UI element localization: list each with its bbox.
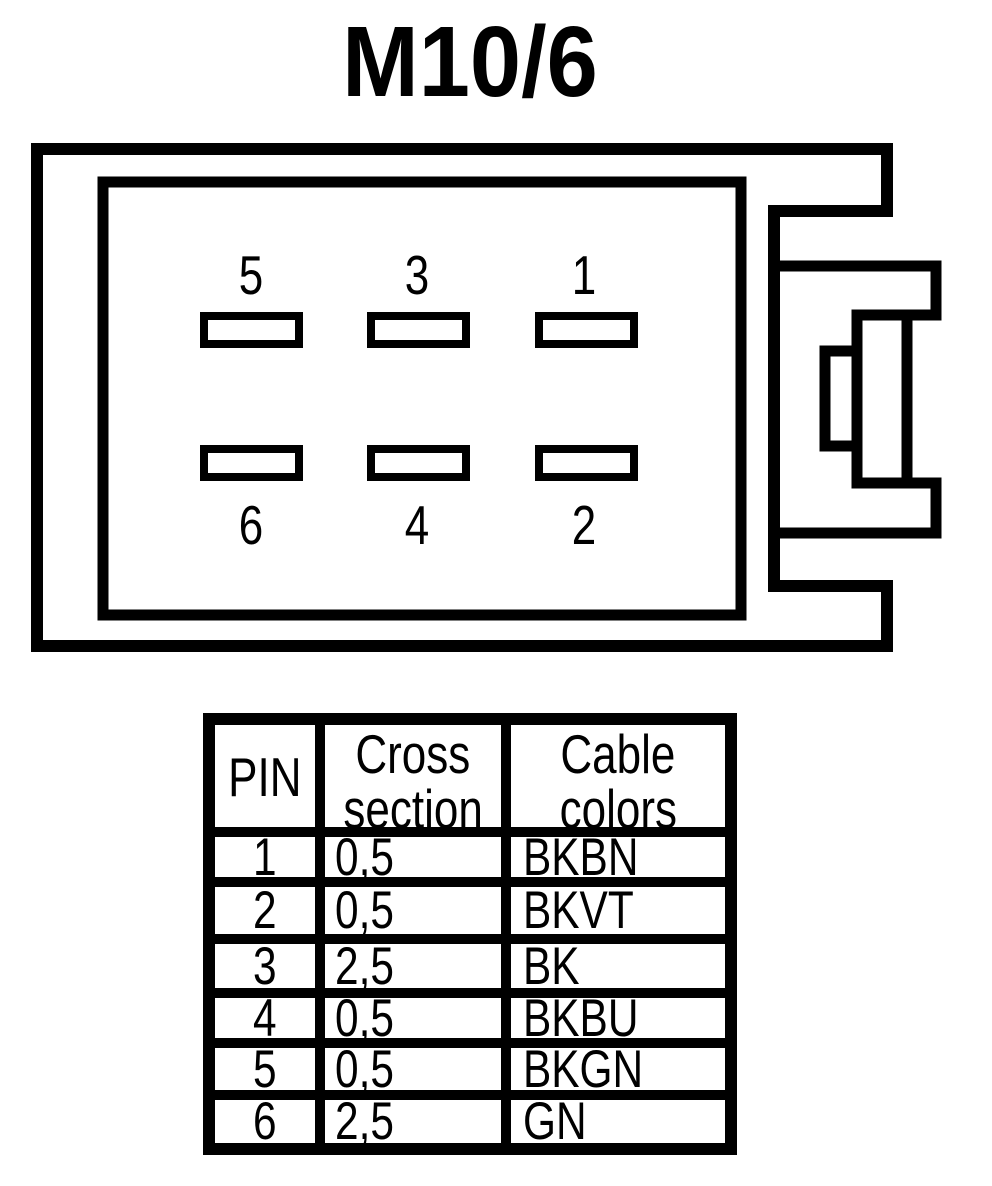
pin-slot-6 bbox=[200, 445, 303, 481]
pin-table: PIN Cross section Cable colors 1 0,5 BKB… bbox=[203, 713, 737, 1155]
pin-cell: 5 bbox=[215, 1040, 325, 1100]
header-cable-colors-line1: Cable bbox=[560, 723, 676, 785]
cable-color-cell: BKVT bbox=[511, 881, 725, 944]
pin-cell: 4 bbox=[215, 989, 325, 1048]
pin-slot-2 bbox=[535, 445, 638, 481]
pin-cell: 1 bbox=[215, 828, 325, 887]
cable-color-cell: BKGN bbox=[511, 1040, 725, 1100]
pin-label-1: 1 bbox=[572, 244, 596, 306]
cross-section-cell: 0,5 bbox=[325, 1040, 511, 1100]
connector-diagram: 5 3 1 6 4 2 bbox=[31, 143, 942, 652]
header-cable-colors-line2: colors bbox=[559, 778, 677, 840]
pin-slot-3 bbox=[367, 312, 470, 348]
pin-cell: 2 bbox=[215, 881, 325, 944]
pin-label-3: 3 bbox=[405, 244, 429, 306]
cable-color-cell: BKBN bbox=[511, 828, 725, 887]
cable-color-cell: BKBU bbox=[511, 989, 725, 1048]
connector-latch-tab bbox=[851, 309, 913, 489]
pin-slot-1 bbox=[535, 312, 638, 348]
pin-cell: 6 bbox=[215, 1092, 325, 1151]
pin-label-2: 2 bbox=[572, 494, 596, 556]
header-cross-section-line1: Cross bbox=[355, 723, 471, 785]
pin-label-6: 6 bbox=[239, 494, 263, 556]
cable-color-cell: GN bbox=[523, 1092, 587, 1151]
header-pin-label: PIN bbox=[228, 745, 302, 808]
page-title-text: M10/6 bbox=[342, 6, 598, 118]
cross-section-cell: 2,5 bbox=[325, 937, 511, 998]
connector-face bbox=[97, 176, 747, 621]
cross-section-cell: 0,5 bbox=[325, 989, 511, 1048]
pin-table-header-cable-colors: Cable colors bbox=[511, 725, 725, 837]
cross-section-cell: 0,5 bbox=[325, 828, 511, 887]
pin-cell: 3 bbox=[215, 937, 325, 998]
pin-table-header-pin: PIN bbox=[215, 725, 325, 837]
pin-slot-4 bbox=[367, 445, 470, 481]
pin-table-header-cross-section: Cross section bbox=[325, 725, 511, 837]
pin-label-4: 4 bbox=[405, 494, 429, 556]
cable-color-cell: BK bbox=[511, 937, 725, 998]
pin-label-5: 5 bbox=[239, 244, 263, 306]
page-title: M10/6 bbox=[0, 12, 940, 112]
pin-slot-5 bbox=[200, 312, 303, 348]
connector-latch-detent bbox=[819, 345, 863, 452]
cross-section-cell: 2,5 bbox=[325, 1092, 511, 1151]
header-cross-section-line2: section bbox=[343, 778, 483, 840]
cross-section-cell: 0,5 bbox=[325, 881, 511, 944]
